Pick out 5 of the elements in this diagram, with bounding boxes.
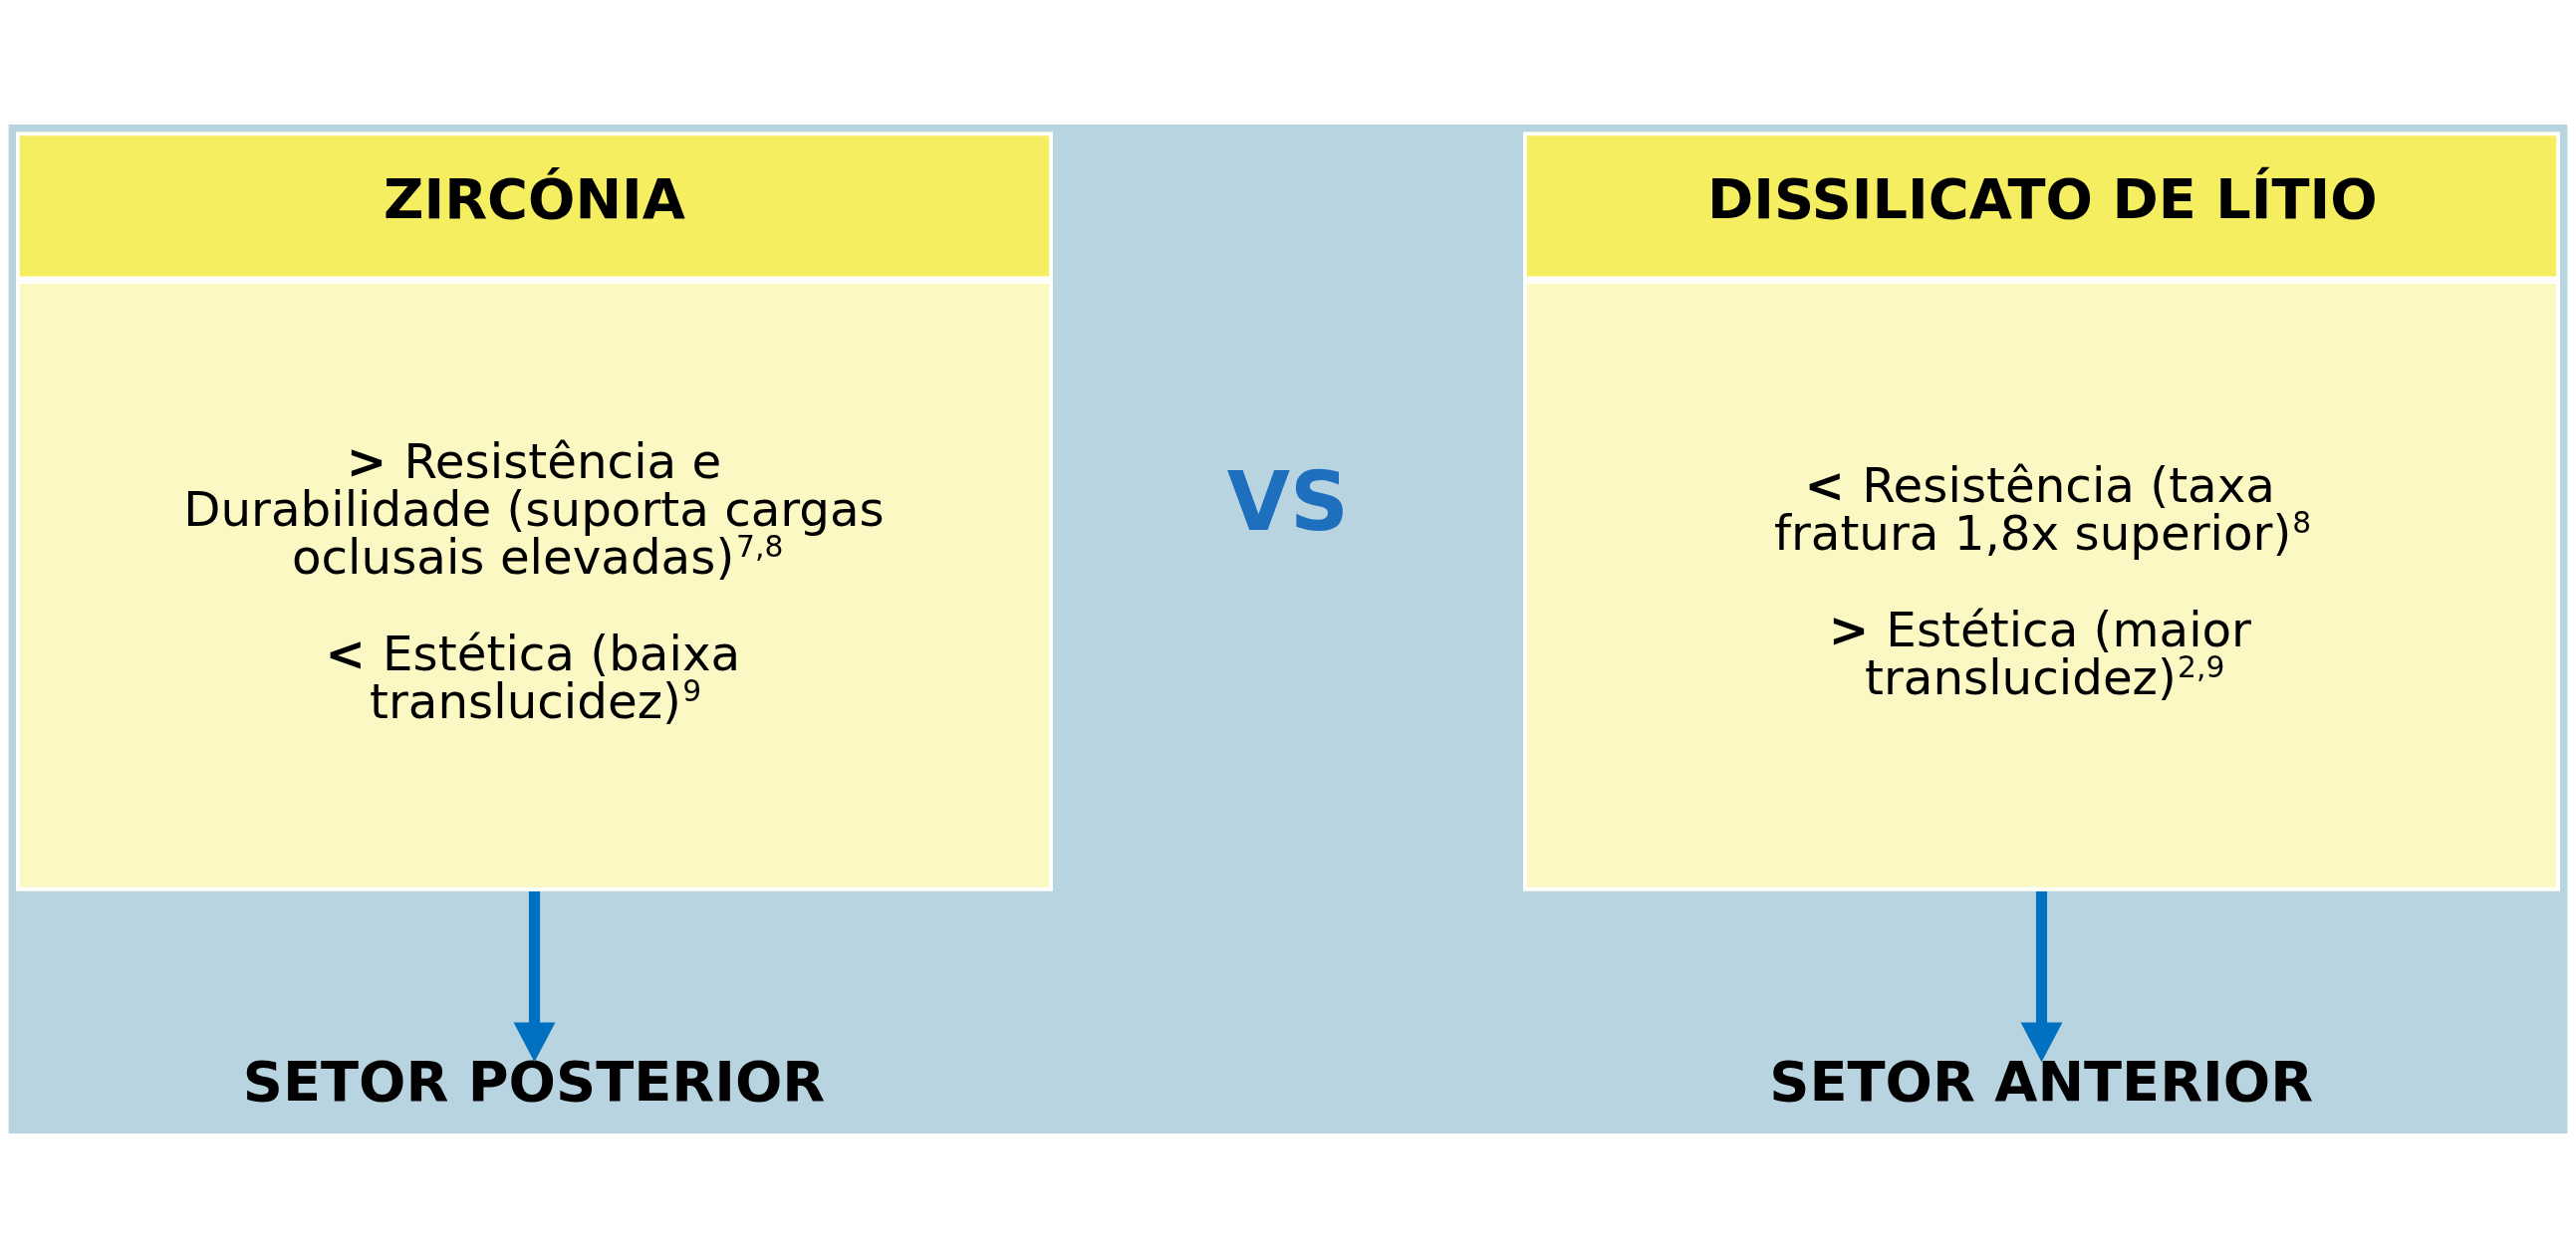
arrow <box>2020 890 2063 1062</box>
arrow <box>513 890 556 1062</box>
node-text: SETOR POSTERIOR <box>242 1048 826 1114</box>
node-text: SETOR ANTERIOR <box>1769 1048 2314 1114</box>
label: VS <box>1226 453 1349 549</box>
